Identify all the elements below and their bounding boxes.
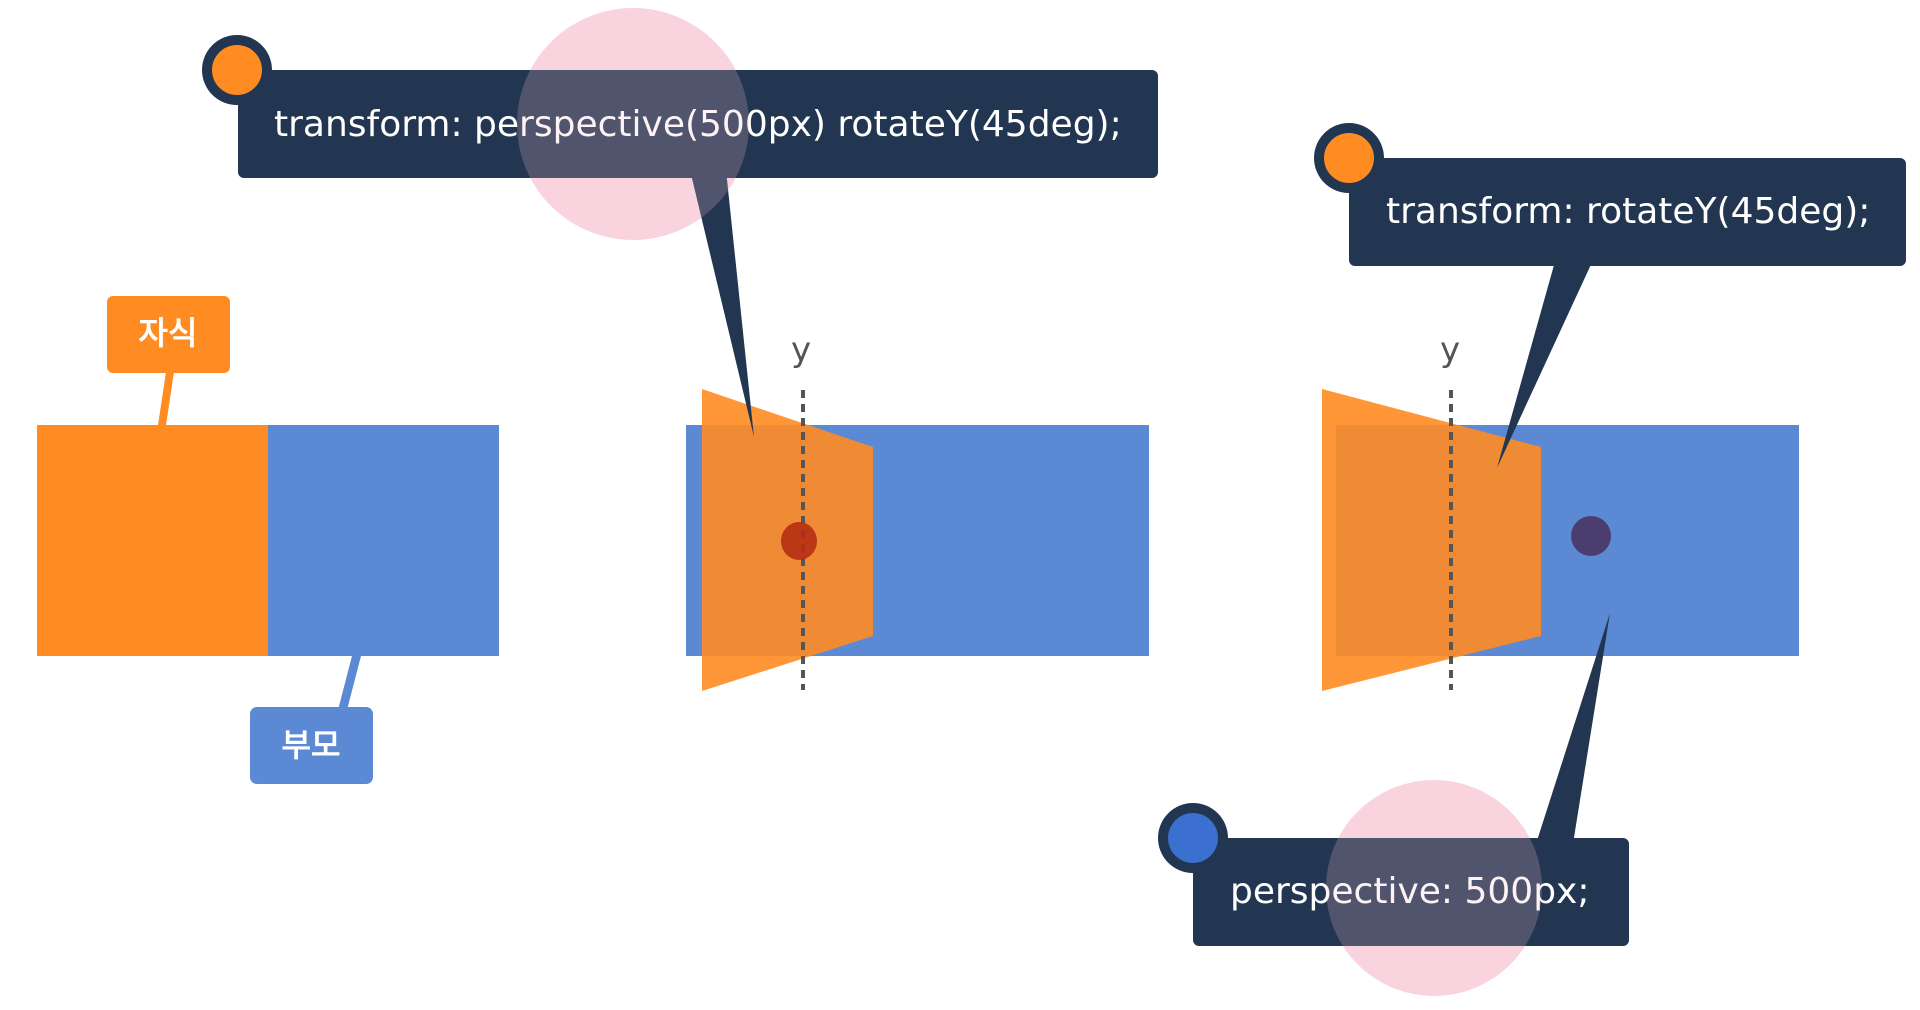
child-tag-pointer xyxy=(158,372,174,425)
right-example: y xyxy=(1322,330,1799,691)
transform-origin-point-middle xyxy=(781,522,817,560)
child-box-left xyxy=(37,425,268,656)
callout-bottom: perspective: 500px; xyxy=(1158,613,1629,946)
callout-middle-box xyxy=(238,70,1158,178)
callout-bottom-code: perspective: 500px; xyxy=(1230,871,1590,912)
y-axis-label-right: y xyxy=(1440,330,1460,370)
callout-bottom-pointer xyxy=(1534,613,1610,850)
left-example: 자식 부모 xyxy=(37,296,499,784)
orange-dot-icon xyxy=(1324,133,1374,183)
callout-middle-code: transform: perspective(500px) rotateY(45… xyxy=(274,104,1122,145)
callout-right-box xyxy=(1349,158,1906,266)
callout-right: transform: rotateY(45deg); xyxy=(1314,123,1906,468)
highlight-overlay-bottom xyxy=(1326,780,1542,996)
parent-tag-pointer xyxy=(338,656,361,710)
callout-bottom-box xyxy=(1193,838,1629,946)
child-tag-label: 자식 xyxy=(139,314,198,352)
middle-example: y xyxy=(686,330,1149,691)
child-box-right-rotated xyxy=(1322,389,1541,691)
orange-dot-icon xyxy=(212,45,262,95)
highlight-overlay-top xyxy=(517,8,749,240)
blue-dot-icon xyxy=(1168,813,1218,863)
parent-tag-label: 부모 xyxy=(282,726,341,764)
callout-right-code: transform: rotateY(45deg); xyxy=(1386,191,1870,232)
child-tag xyxy=(107,296,230,373)
parent-tag xyxy=(250,707,373,784)
callout-middle-pointer xyxy=(690,170,754,437)
callout-right-pointer xyxy=(1497,258,1594,468)
y-axis-label-middle: y xyxy=(791,330,811,370)
callout-middle: transform: perspective(500px) rotateY(45… xyxy=(202,35,1158,437)
perspective-origin-point-right xyxy=(1571,516,1611,556)
